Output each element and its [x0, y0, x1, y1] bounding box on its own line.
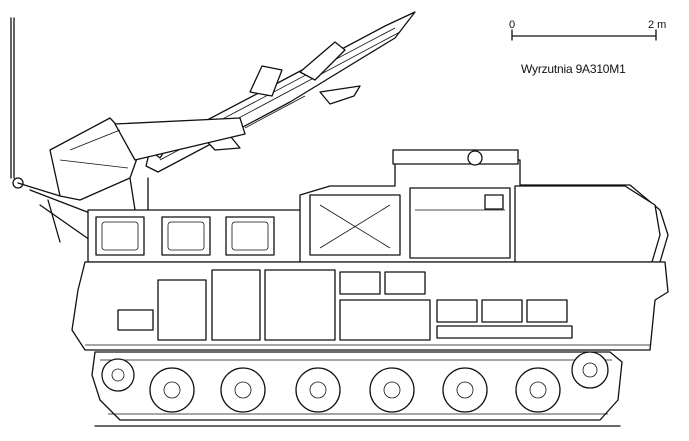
hull — [71, 261, 669, 351]
launcher-rail — [17, 117, 246, 243]
scale-start-label: 0 — [509, 19, 516, 31]
scale-end-label: 2 m — [648, 19, 667, 31]
side-panels — [87, 209, 304, 263]
drive-sprocket — [571, 351, 609, 389]
antenna — [10, 17, 24, 189]
turret-housing — [299, 149, 669, 263]
scale-bar — [511, 29, 657, 41]
drawing-caption: Wyrzutnia 9A310M1 — [521, 62, 626, 76]
road-wheels — [149, 367, 561, 413]
idler-wheel — [101, 358, 135, 392]
